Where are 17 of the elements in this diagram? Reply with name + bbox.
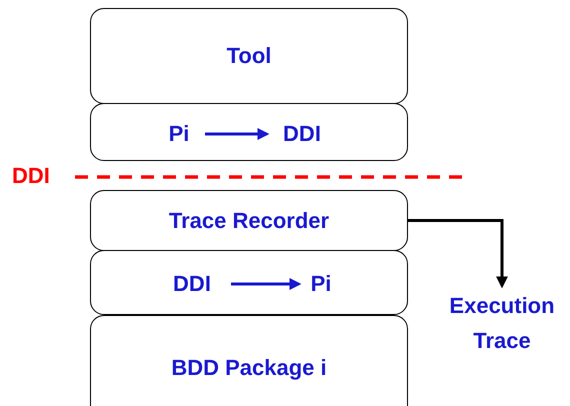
- layer-box: [90, 8, 408, 104]
- box-title: Trace Recorder: [168, 206, 330, 235]
- box-title: Tool: [226, 42, 272, 70]
- boundary-label: DDI: [12, 163, 50, 190]
- arrow: [408, 219, 508, 288]
- layer-box: [90, 250, 408, 315]
- endpoint-label: Pi: [168, 120, 190, 148]
- endpoint-label: DDI: [283, 120, 321, 148]
- endpoint-label: DDI: [173, 270, 211, 298]
- box-title: BDD Package i: [171, 354, 327, 382]
- endpoint-label: Pi: [310, 270, 332, 298]
- arrow: [231, 278, 302, 290]
- layer-box: [90, 315, 408, 406]
- output-label: Execution Trace: [448, 292, 556, 355]
- layer-box: [90, 103, 408, 161]
- layer-box: [90, 190, 408, 251]
- arrow: [205, 128, 270, 140]
